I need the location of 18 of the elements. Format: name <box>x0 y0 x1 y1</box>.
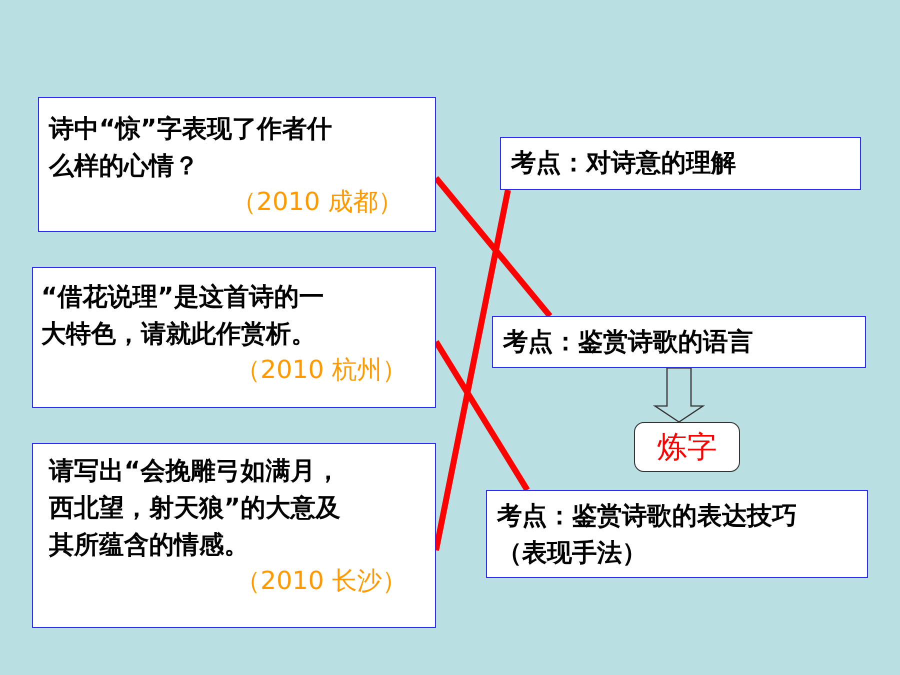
keyword-box <box>634 422 740 472</box>
box-text: 考点：鉴赏诗歌的表达技巧（表现手法） <box>497 500 797 569</box>
source-note: （2010 长沙） <box>234 565 408 597</box>
keyword-text: 炼字 <box>657 428 717 466</box>
text-box <box>32 443 436 628</box>
source-note: （2010 成都） <box>230 186 404 218</box>
box-text: 考点：鉴赏诗歌的语言 <box>503 326 754 358</box>
text-box <box>486 490 868 578</box>
box-text: 请写出“会挽雕弓如满月，西北望，射天狼”的大意及其所蕴含的情感。 <box>49 455 342 561</box>
box-text: 考点：对诗意的理解 <box>511 147 737 179</box>
text-box <box>500 137 861 190</box>
text-box <box>38 97 436 232</box>
text-box <box>32 267 436 408</box>
source-note: （2010 杭州） <box>234 354 408 386</box>
box-text: “借花说理”是这首诗的一大特色，请就此作赏析。 <box>41 281 325 350</box>
text-box <box>492 316 866 368</box>
box-text: 诗中“惊”字表现了作者什么样的心情？ <box>49 113 333 182</box>
block-arrow <box>652 367 706 423</box>
